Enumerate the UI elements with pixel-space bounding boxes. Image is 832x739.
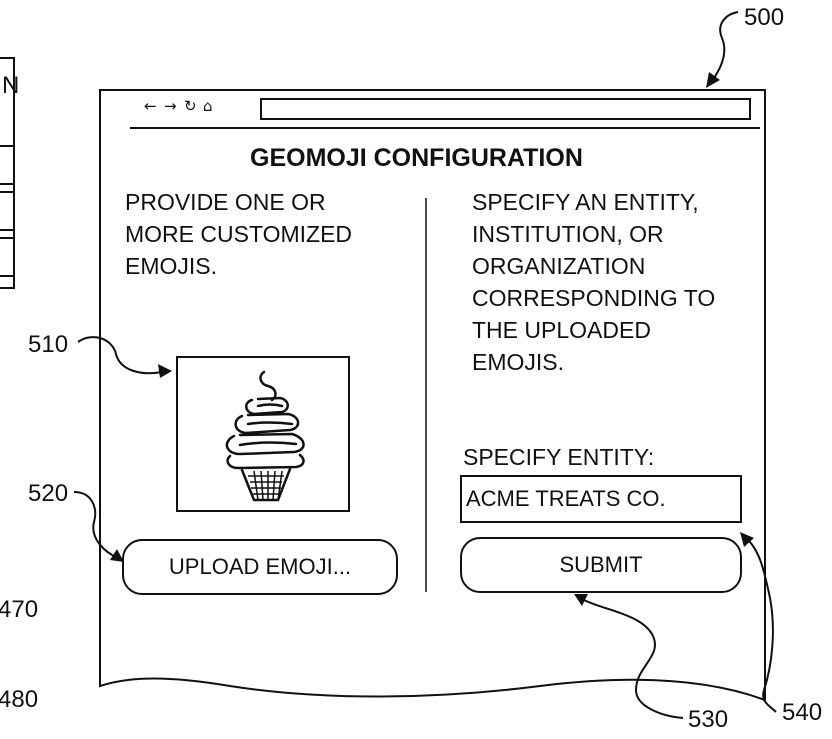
- ref-label-510: 510: [28, 331, 69, 358]
- entity-input[interactable]: ACME TREATS CO.: [460, 475, 742, 523]
- ref-label-530: 530: [688, 706, 729, 733]
- ref-label-500: 500: [744, 4, 785, 31]
- arrowhead-500: [706, 72, 720, 88]
- entity-instructions-line-2: INSTITUTION, OR: [472, 221, 664, 247]
- window-frame: [99, 89, 766, 702]
- entity-instructions-line-1: SPECIFY AN ENTITY,: [472, 189, 699, 215]
- specify-entity-label: SPECIFY ENTITY:: [463, 444, 655, 470]
- leader-520: [73, 491, 119, 559]
- upload-instructions-line-3: EMOJIS.: [125, 253, 218, 279]
- arrowhead-520: [110, 549, 124, 562]
- back-arrow-icon[interactable]: ←: [144, 97, 157, 115]
- emoji-preview: [176, 356, 350, 512]
- upload-emoji-button[interactable]: UPLOAD EMOJI...: [122, 539, 398, 595]
- arrowhead-510: [158, 364, 172, 378]
- reload-icon[interactable]: ↻: [184, 97, 197, 115]
- home-icon[interactable]: ⌂: [203, 97, 213, 115]
- ref-label-520: 520: [28, 480, 69, 507]
- partial-label-n: N: [2, 72, 20, 99]
- entity-instructions-line-6: EMOJIS.: [472, 349, 565, 375]
- partial-label-480: 480: [0, 686, 39, 713]
- arrowhead-530: [574, 594, 588, 606]
- partial-neighbor-figure: [0, 57, 15, 289]
- leader-530: [583, 599, 684, 719]
- entity-instructions-line-3: ORGANIZATION: [472, 253, 646, 279]
- arrowhead-540: [740, 532, 754, 547]
- leader-510: [77, 336, 163, 375]
- ref-label-540: 540: [782, 699, 823, 726]
- leader-500: [713, 11, 739, 79]
- entity-instructions-line-5: THE UPLOADED: [472, 317, 651, 343]
- address-bar[interactable]: [260, 98, 751, 120]
- entity-instructions-line-4: CORRESPONDING TO: [472, 285, 716, 311]
- upload-instructions-line-2: MORE CUSTOMIZED: [125, 221, 353, 247]
- partial-label-470: 470: [0, 596, 39, 623]
- upload-instructions-line-1: PROVIDE ONE OR: [125, 189, 326, 215]
- leader-540: [747, 539, 777, 713]
- ice-cream-icon: [225, 370, 305, 502]
- forward-arrow-icon[interactable]: →: [164, 97, 177, 115]
- page-title: GEOMOJI CONFIGURATION: [250, 144, 583, 172]
- submit-button[interactable]: SUBMIT: [460, 537, 742, 593]
